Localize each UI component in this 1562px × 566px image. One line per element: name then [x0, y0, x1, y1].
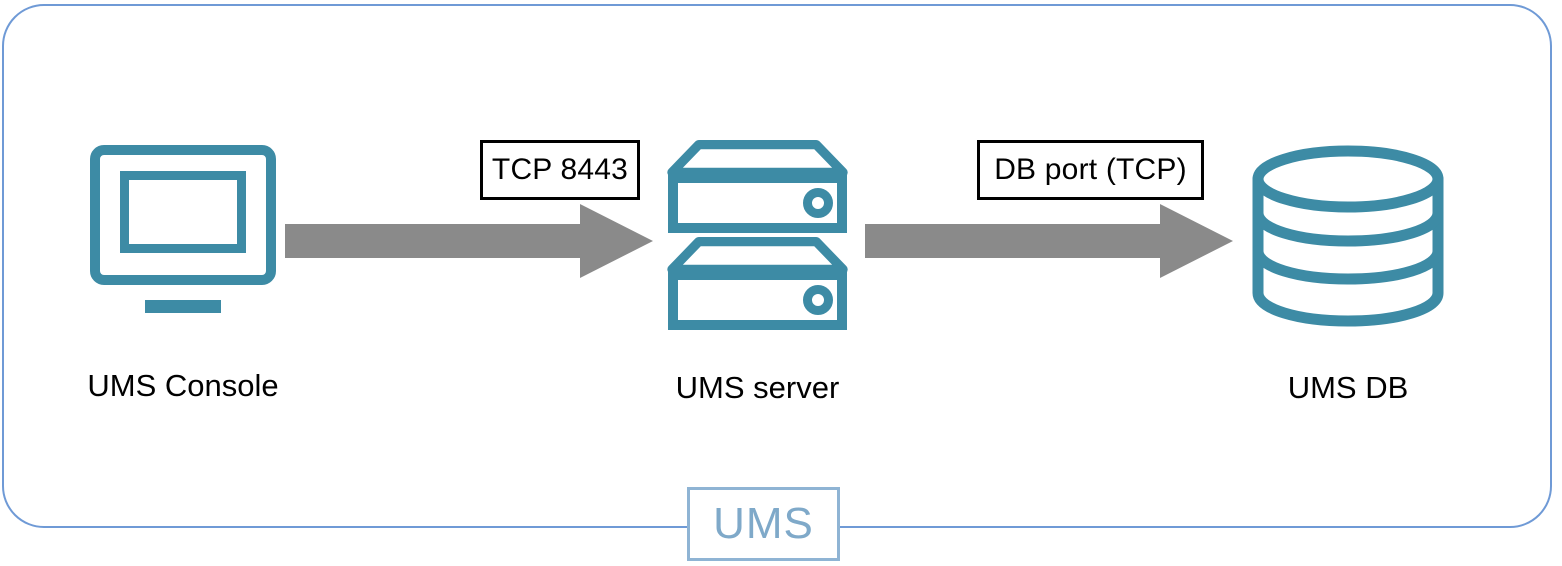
database-icon-wrapper [1250, 143, 1446, 328]
arrow-shape [865, 204, 1233, 278]
database-divider-1 [1252, 207, 1444, 247]
node-ums-server[interactable]: UMS server [660, 140, 855, 403]
node-label-ums-console: UMS Console [87, 368, 279, 403]
ums-zone-badge-text: UMS [713, 499, 814, 548]
monitor-icon [90, 145, 276, 323]
server-led-top [803, 188, 833, 218]
server-body-top [668, 173, 847, 233]
ums-zone-badge: UMS [687, 487, 840, 561]
port-label-tcp-8443: TCP 8443 [480, 140, 640, 200]
database-icon [1250, 143, 1446, 328]
database-top-ellipse [1252, 145, 1444, 213]
arrow-console-to-server [285, 196, 653, 286]
monitor-icon-wrapper [90, 145, 276, 323]
port-label-db-port: DB port (TCP) [977, 140, 1204, 200]
node-ums-console[interactable]: UMS Console [60, 145, 306, 401]
server-unit-bottom [660, 237, 855, 330]
node-ums-db[interactable]: UMS DB [1250, 143, 1446, 403]
port-label-db-port-text: DB port (TCP) [994, 153, 1187, 186]
arrow-shape [285, 204, 653, 278]
port-label-tcp-8443-text: TCP 8443 [491, 153, 629, 186]
server-lid-bottom [667, 237, 848, 274]
node-label-ums-server: UMS server [675, 370, 840, 405]
monitor-stand [145, 300, 221, 313]
server-icon [660, 140, 855, 330]
node-label-ums-db: UMS DB [1287, 370, 1409, 405]
database-divider-2 [1252, 245, 1444, 285]
server-unit-top [660, 140, 855, 233]
server-lid-top [667, 140, 848, 177]
server-icon-wrapper [660, 140, 855, 330]
arrow-server-to-db [865, 196, 1233, 286]
server-led-bottom [803, 285, 833, 315]
monitor-screen [120, 171, 246, 253]
